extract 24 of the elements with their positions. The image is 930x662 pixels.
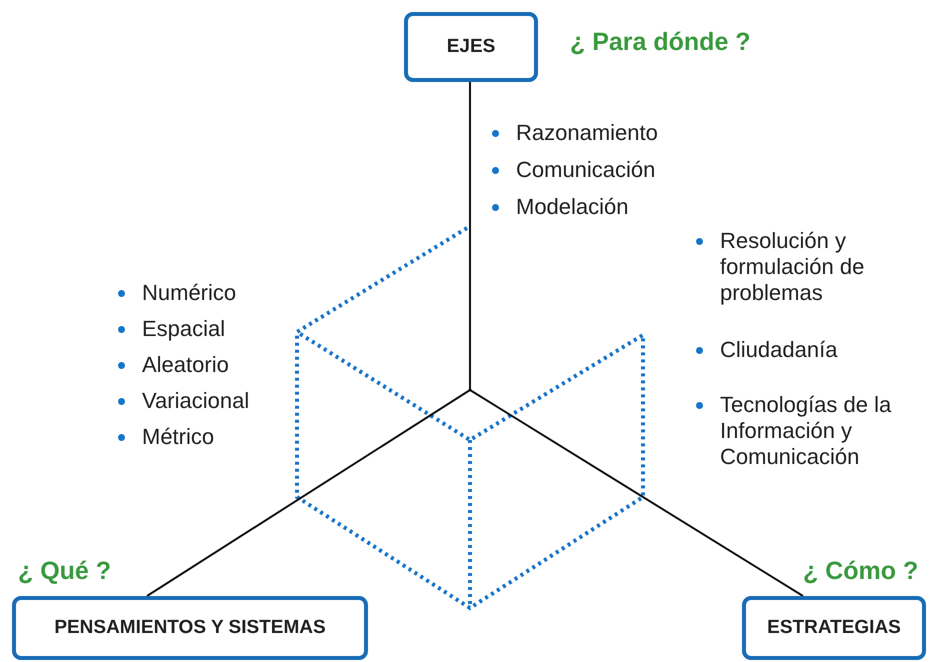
box-label: PENSAMIENTOS Y SISTEMAS — [54, 617, 326, 639]
box-label: EJES — [446, 36, 496, 58]
question-text: ¿ Qué ? — [18, 557, 112, 586]
bullet-item: Métrico — [116, 424, 302, 450]
bullet-item: Modelación — [490, 194, 716, 220]
connector-line — [146, 389, 471, 597]
bullet-item: Resolución y formulación de problemas — [694, 228, 888, 306]
junction-point — [468, 388, 472, 392]
bullet-item: Comunicación — [490, 157, 716, 183]
bullet-item: Razonamiento — [490, 120, 716, 146]
label-box — [12, 596, 368, 660]
bullet-item: Variacional — [116, 388, 302, 414]
bullet-item: Espacial — [116, 316, 302, 342]
label-box — [404, 12, 538, 82]
bullet-item: Aleatorio — [116, 352, 302, 378]
question-text: ¿ Para dónde ? — [570, 28, 751, 57]
bullet-item: Cliudadanía — [694, 337, 920, 363]
box-label: ESTRATEGIAS — [767, 617, 901, 639]
bullet-item: Numérico — [116, 280, 302, 306]
question-text: ¿ Cómo ? — [803, 557, 918, 586]
bullet-item: Tecnologías de la Información y Comunicación — [694, 392, 930, 470]
connector-line — [469, 82, 471, 390]
connector-line — [469, 389, 804, 597]
label-box — [742, 596, 926, 660]
